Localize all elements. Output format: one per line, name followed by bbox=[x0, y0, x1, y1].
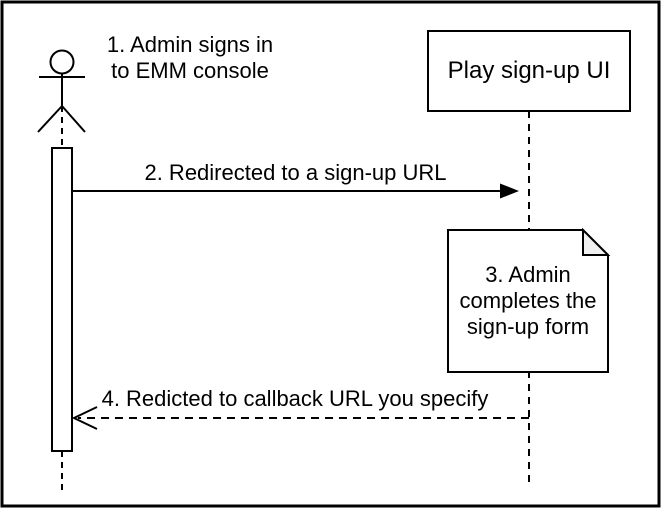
step2-message-label: 2. Redirected to a sign-up URL bbox=[144, 160, 447, 185]
play-signup-ui-box bbox=[427, 30, 631, 112]
message-4-arrow bbox=[71, 406, 529, 430]
play-signup-ui-label: Play sign-up UI bbox=[447, 57, 611, 84]
step1-actor-label: 1. Admin signs in to EMM console bbox=[106, 32, 274, 83]
message-4-open-arrowhead-icon bbox=[71, 406, 98, 430]
message-2-filled-arrowhead-icon bbox=[500, 183, 519, 199]
actor-left-leg bbox=[37, 105, 63, 133]
note-shape bbox=[447, 227, 611, 373]
note-fold-corner bbox=[582, 227, 611, 256]
note-body bbox=[447, 229, 609, 373]
actor-activation-bar bbox=[51, 147, 73, 452]
message-2-arrow bbox=[72, 183, 519, 199]
actor-right-leg bbox=[61, 105, 86, 133]
step4-message-label: 4. Redicted to callback URL you specify bbox=[101, 386, 489, 411]
stick-figure-actor-icon bbox=[37, 49, 86, 133]
step3-note-label: 3. Admin completes the sign-up form bbox=[459, 262, 597, 339]
